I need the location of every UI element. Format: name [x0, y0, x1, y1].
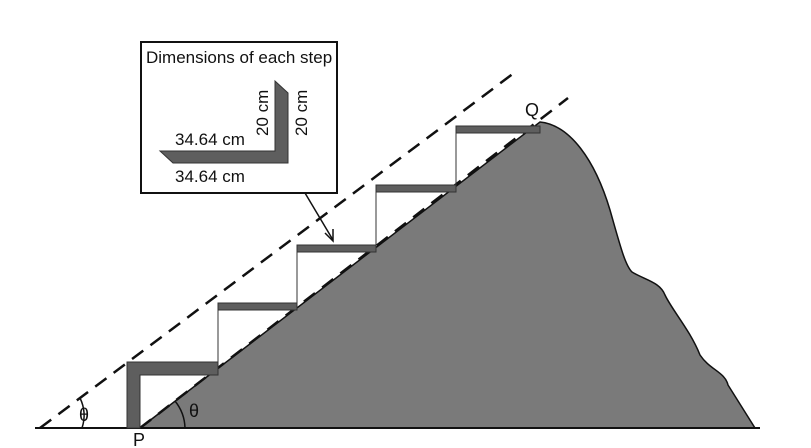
inset-box [140, 41, 338, 194]
inset-arrow-head [324, 229, 334, 243]
outer-dashed-line [39, 68, 519, 430]
tread-bottom-label: 34.64 cm [175, 167, 245, 186]
point-q-label: Q [525, 100, 540, 120]
inset-step-shape [158, 79, 289, 164]
angle-outer-label: θ [79, 405, 90, 425]
staircase [126, 125, 541, 429]
point-p-label: P [133, 430, 146, 448]
inner-dashed-line [139, 97, 569, 429]
angle-arc-outer [79, 397, 85, 429]
inset-title: Dimensions of each step [146, 48, 333, 67]
angle-arc-inner [174, 400, 186, 429]
riser-inner-label: 20 cm [253, 89, 272, 136]
hill [137, 121, 757, 429]
riser-outer-label: 20 cm [292, 89, 311, 136]
angle-inner-label: θ [189, 401, 200, 421]
tread-top-label: 34.64 cm [175, 130, 245, 149]
inset-arrow-line [304, 192, 334, 241]
